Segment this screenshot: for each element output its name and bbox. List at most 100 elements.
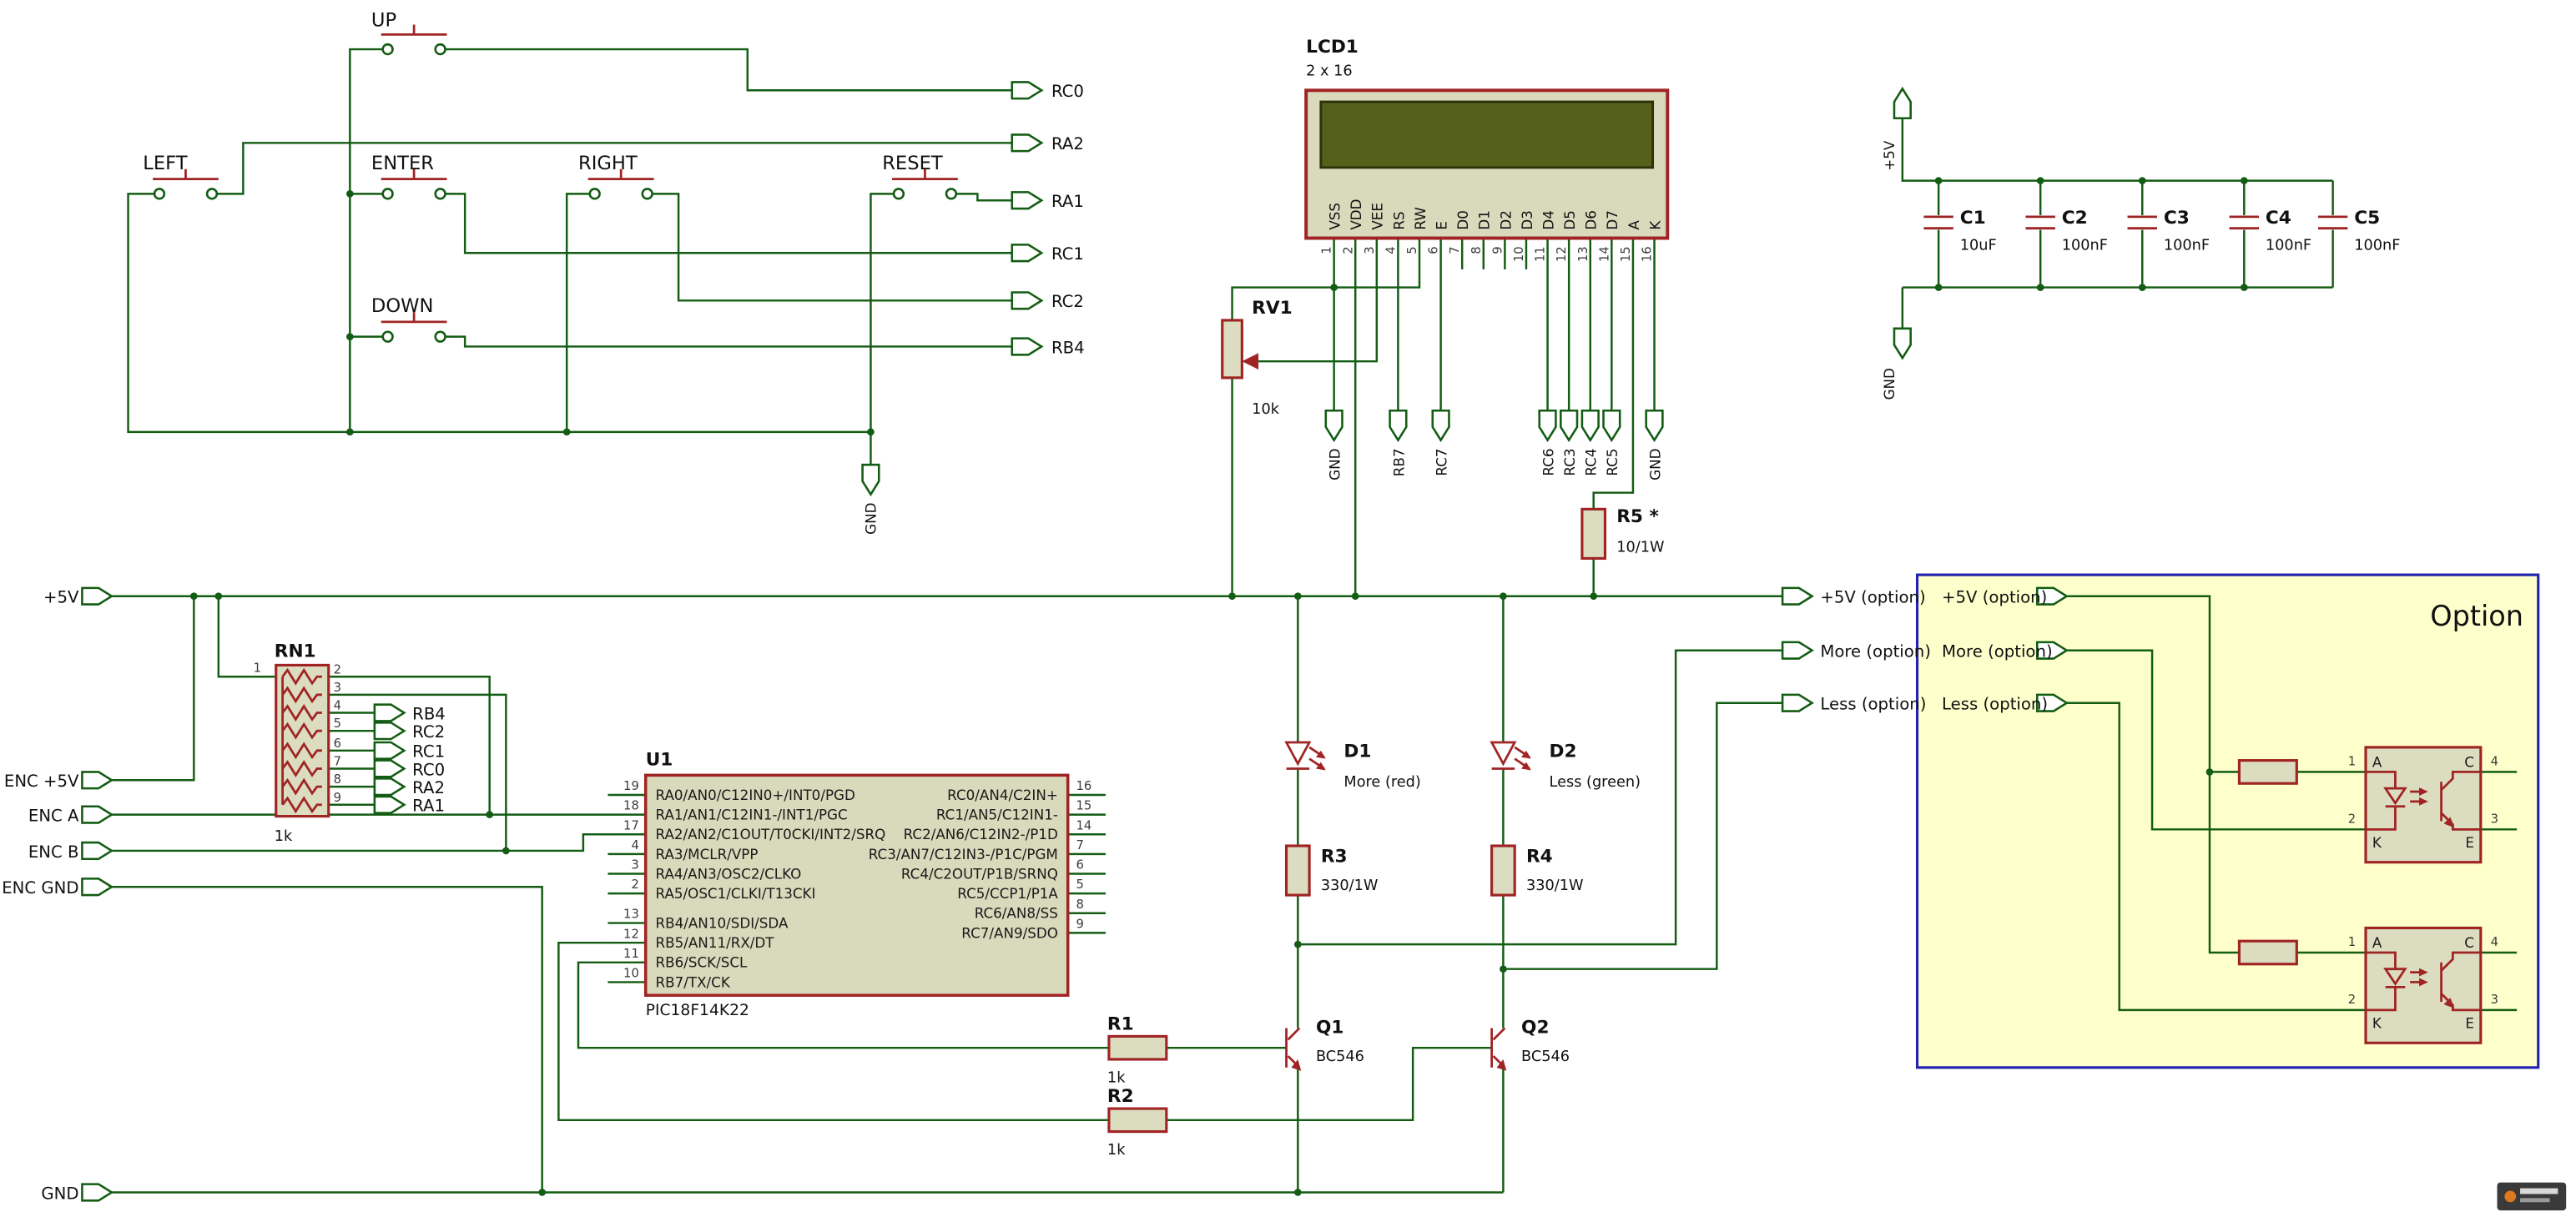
lcd-pin-name: D2	[1497, 210, 1514, 230]
u1-pin-number: 8	[1076, 898, 1084, 912]
button-net-terminals: RC0 RA2 RA1 RC1 RC2 RB4 GND	[861, 81, 1085, 535]
button-label: RESET	[882, 153, 943, 174]
lcd-pin-name: E	[1433, 221, 1449, 230]
u1-pin-number: 15	[1076, 799, 1092, 813]
opto-pin-number: 2	[2348, 812, 2356, 826]
u1-pin-number: 2	[631, 878, 638, 892]
net-label: RC0	[1051, 82, 1084, 101]
u1-part: PIC18F14K22	[646, 1002, 749, 1019]
net-label: RC6	[1540, 449, 1556, 476]
decoupling-caps: +5V GND C1 10uF C2 100nF C3 100nF C4 100…	[1881, 86, 2400, 400]
rv1-body	[1221, 319, 1243, 380]
r1-body	[1107, 1034, 1168, 1061]
rn1-body	[275, 663, 330, 818]
port-label: ENC B	[28, 842, 79, 862]
net-terminal-arrow	[1580, 409, 1600, 443]
net-terminal-arrow	[373, 777, 406, 797]
port-label: +5V (option)	[1820, 588, 1925, 607]
net-label: RC1	[412, 742, 445, 762]
lcd-pin-number: 7	[1448, 246, 1462, 254]
port-arrow	[1781, 586, 1814, 606]
button-label: ENTER	[371, 153, 434, 174]
net-terminal-arrow	[1011, 337, 1044, 356]
d2-note: Less (green)	[1550, 774, 1641, 791]
lcd-pin-number: 16	[1641, 246, 1655, 262]
cap-value: 100nF	[2354, 237, 2400, 254]
net-terminal-arrow	[1560, 409, 1579, 443]
u1-pin-name: RC3/AN7/C12IN3-/P1C/PGM	[869, 846, 1058, 862]
u1-pin-name: RA2/AN2/C1OUT/T0CKI/INT2/SRQ	[656, 826, 886, 842]
resistor-r2: R2 1k	[1107, 1086, 1168, 1159]
lcd-pin-name: VDD	[1348, 199, 1364, 229]
r3-value: 330/1W	[1321, 878, 1379, 894]
button-left: LEFT	[143, 153, 219, 200]
lcd-ref: LCD1	[1306, 37, 1359, 58]
d1-note: More (red)	[1343, 774, 1420, 791]
r5-value: 10/1W	[1616, 540, 1664, 556]
net-terminal-arrow	[1011, 133, 1044, 153]
gnd-terminal-arrow	[1645, 409, 1664, 443]
opto-pin-letter: A	[2372, 934, 2382, 951]
rn1-pin-number: 7	[334, 755, 341, 769]
vcc-label: +5V	[1881, 140, 1898, 171]
net-label: RA1	[412, 797, 445, 816]
transistor-q2: Q2 BC546	[1490, 1017, 1570, 1071]
button-enter: ENTER	[371, 153, 447, 200]
rn1-pin-number: 1	[254, 661, 261, 675]
net-terminal-arrow	[1389, 409, 1408, 443]
lcd-type: 2 x 16	[1306, 63, 1353, 80]
u1-pin-name: RB6/SCK/SCL	[656, 954, 749, 971]
net-label: RB7	[1390, 449, 1407, 477]
u1-pin-name: RC4/C2OUT/P1B/SRNQ	[901, 865, 1058, 882]
net-label: RC4	[1583, 449, 1600, 476]
r2-ref: R2	[1107, 1086, 1134, 1107]
u1-pin-number: 14	[1076, 818, 1092, 832]
u1-pin-name: RC5/CCP1/P1A	[957, 885, 1058, 902]
u1-ref: U1	[646, 750, 673, 771]
net-terminal-arrow	[373, 703, 406, 722]
u1-pin-name: RA0/AN0/C12IN0+/INT0/PGD	[656, 787, 855, 803]
port-label: More (option)	[1820, 642, 1931, 661]
lcd-pin-name: K	[1646, 220, 1663, 230]
rn1-pin-number: 2	[334, 662, 341, 676]
lcd-pin-number: 14	[1597, 246, 1611, 262]
cap-ref: C3	[2164, 208, 2190, 229]
lcd-pin-name: RS	[1390, 211, 1407, 229]
port-label: Less (option)	[1942, 695, 2048, 714]
u1-body	[643, 773, 1070, 997]
lcd-pin-name: D7	[1604, 210, 1621, 230]
lcd-pin-number: 2	[1341, 246, 1355, 254]
opto-pin-letter: C	[2464, 754, 2474, 771]
led-d2: D2 Less (green)	[1490, 741, 1641, 791]
u1-pin-name: RC6/AN8/SS	[975, 905, 1058, 922]
opto-pin-letter: K	[2372, 1015, 2382, 1032]
r3-ref: R3	[1321, 847, 1348, 867]
opto-pin-letter: E	[2465, 1015, 2474, 1032]
lcd-pin-number: 4	[1384, 246, 1398, 254]
port-arrow	[81, 805, 114, 824]
u1-pin-name: RC2/AN6/C12IN2-/P1D	[904, 826, 1058, 842]
lcd-pin-name: VEE	[1369, 203, 1386, 230]
resistor-r1: R1 1k	[1107, 1014, 1168, 1087]
cap-value: 100nF	[2266, 237, 2311, 254]
rn1-pin-number: 9	[334, 791, 341, 805]
u1-pin-number: 10	[623, 967, 639, 981]
port-arrow	[1781, 641, 1814, 660]
gnd-terminal-arrow	[1324, 409, 1343, 443]
rn1-pin-number: 4	[334, 699, 341, 713]
resistor-r4: R4 330/1W	[1490, 844, 1583, 897]
button-label: LEFT	[143, 153, 188, 174]
r5-ref: R5 *	[1616, 506, 1659, 527]
port-label: GND	[41, 1184, 78, 1203]
button-reset: RESET	[882, 153, 958, 200]
opto-pin-number: 4	[2491, 935, 2498, 949]
transistor-q1: Q1 BC546	[1285, 1017, 1364, 1071]
u1-pin-number: 7	[1076, 838, 1084, 852]
junction-dots	[189, 177, 2248, 1196]
net-label: RC7	[1433, 449, 1449, 476]
r1-ref: R1	[1107, 1014, 1134, 1035]
u1-pin-number: 13	[623, 908, 639, 922]
button-label: DOWN	[371, 295, 434, 317]
lcd-pin-number: 6	[1427, 246, 1441, 254]
net-terminal-arrow	[1538, 409, 1557, 443]
